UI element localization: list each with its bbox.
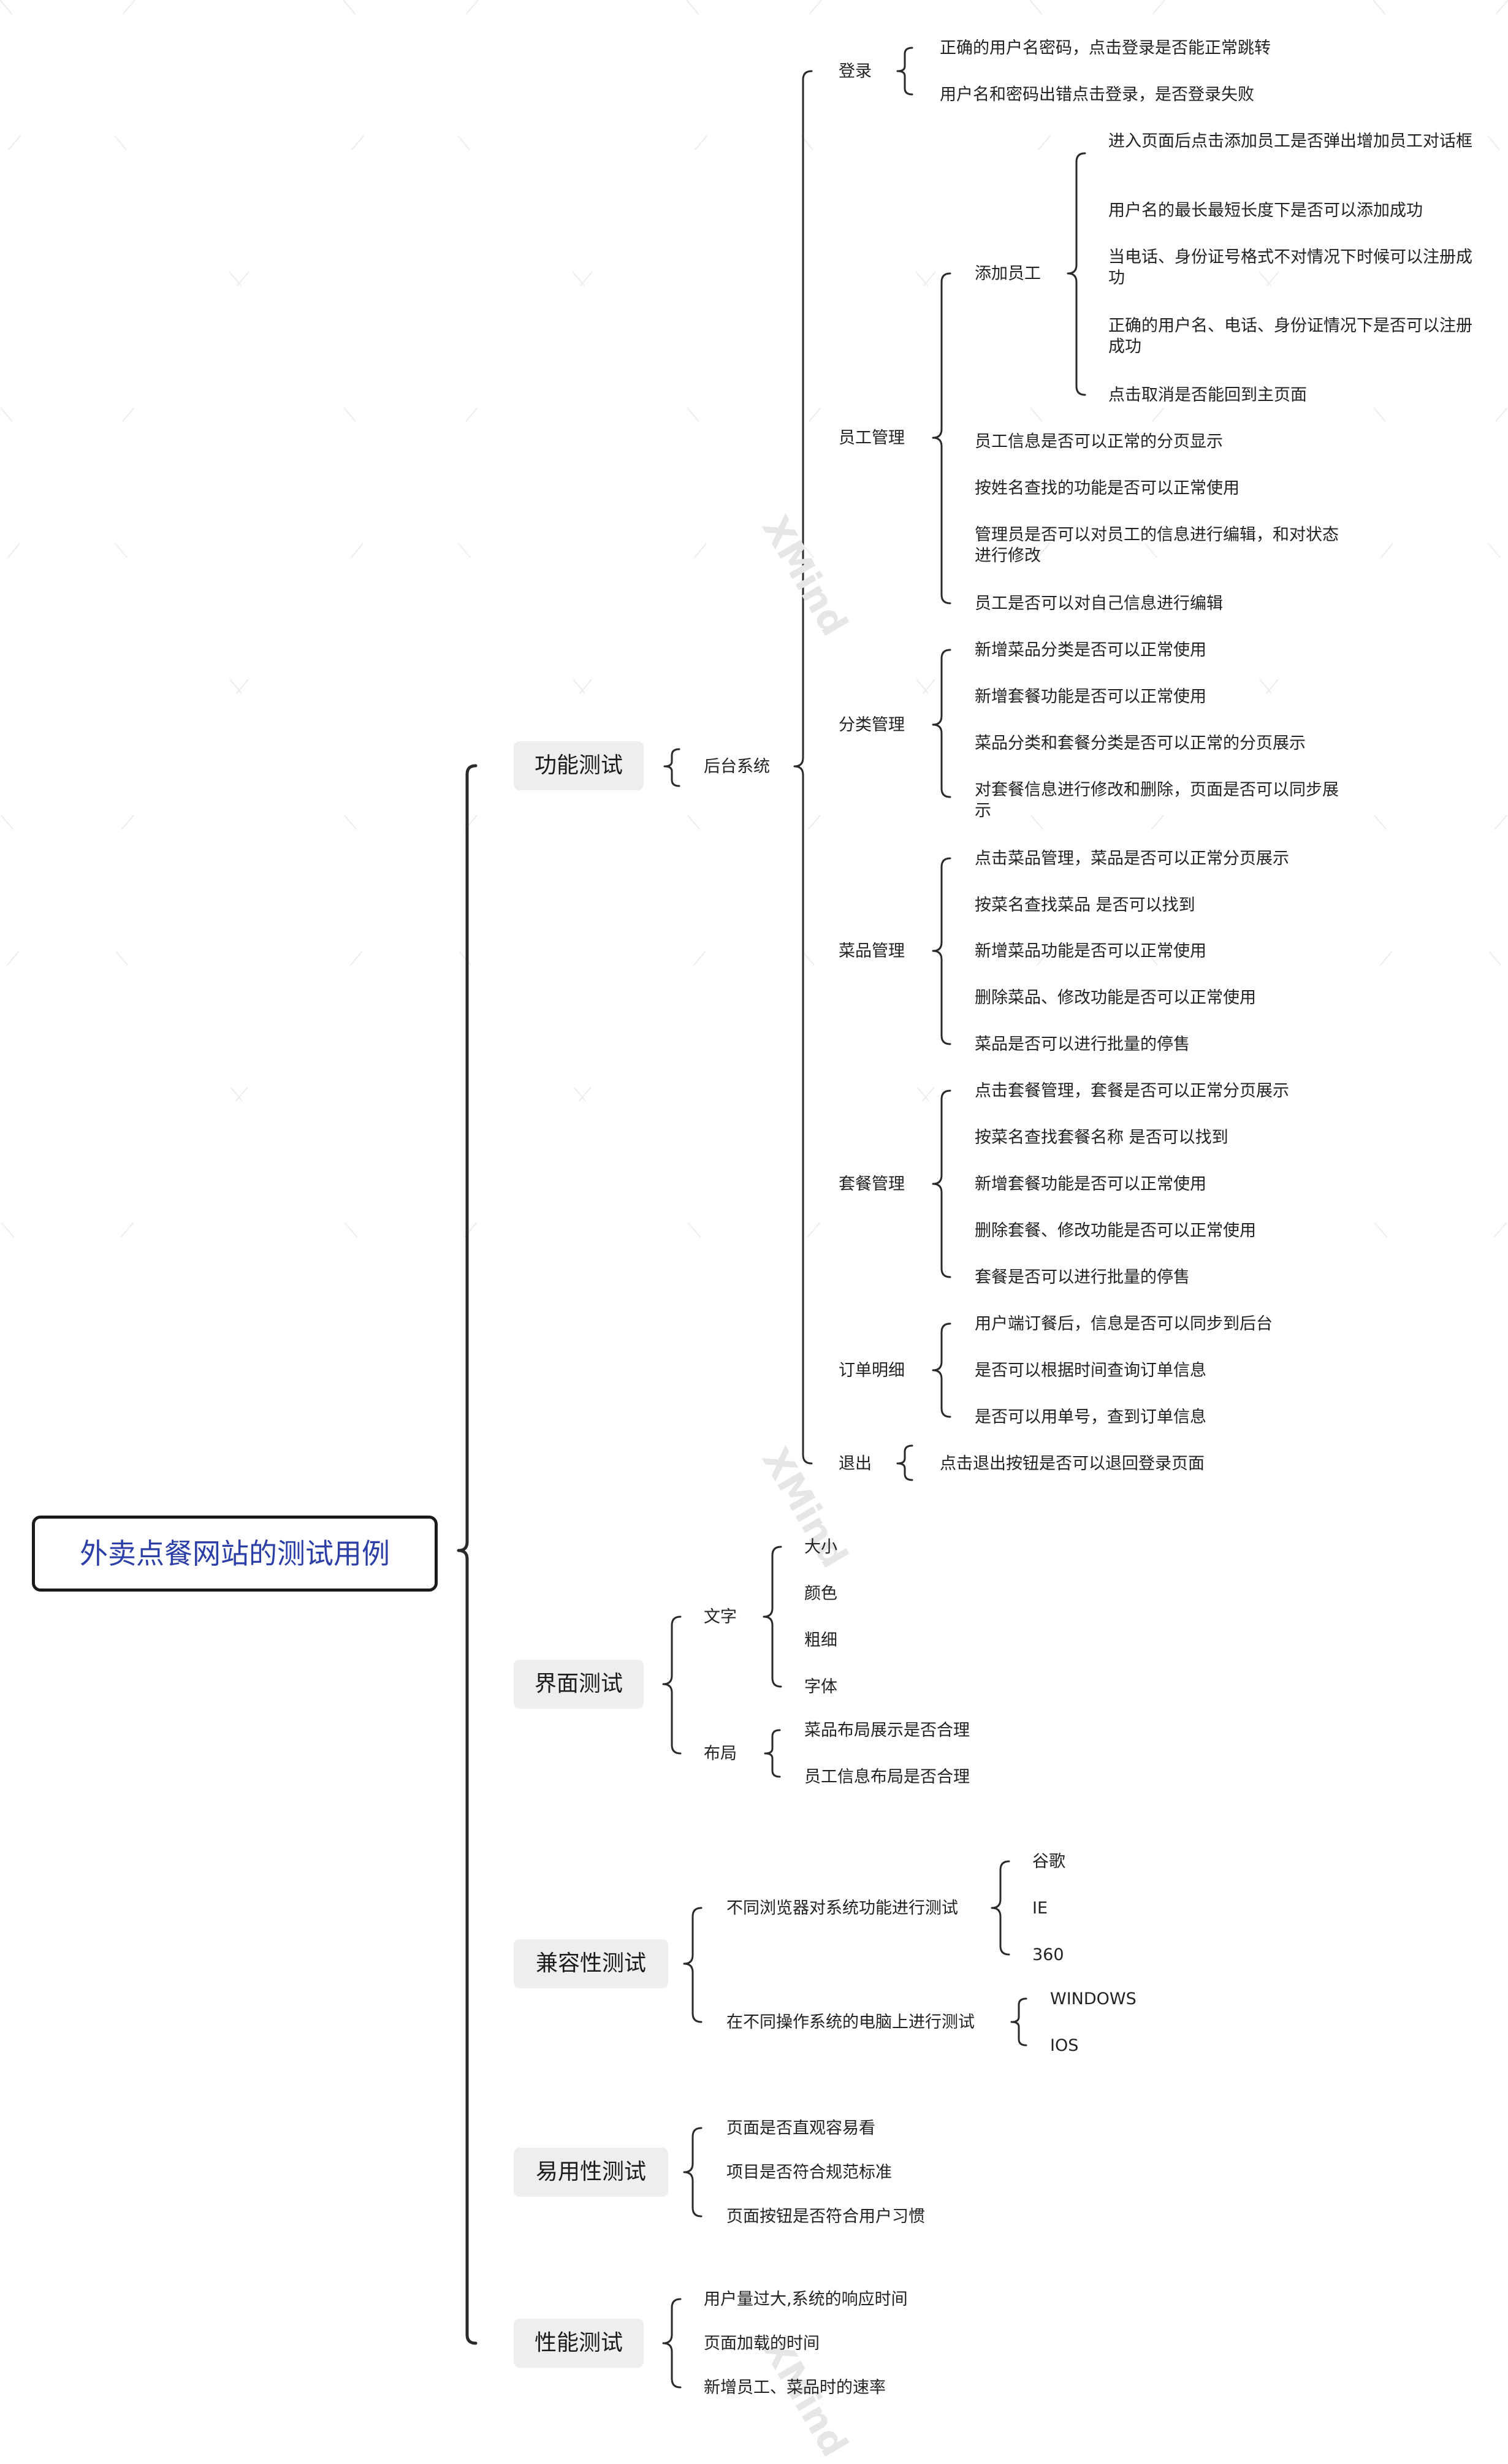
staff-item[interactable]: 按姓名查找的功能是否可以正常使用 <box>975 479 1240 498</box>
root-bracket <box>457 764 478 2345</box>
layout-item[interactable]: 菜品布局展示是否合理 <box>804 1721 970 1740</box>
login-node[interactable]: 登录 <box>839 62 872 81</box>
logout-brace <box>896 1444 913 1481</box>
login-item[interactable]: 用户名和密码出错点击登录，是否登录失败 <box>940 85 1254 104</box>
dish-item[interactable]: 新增菜品功能是否可以正常使用 <box>975 942 1206 961</box>
text-bracket <box>763 1546 782 1688</box>
dish-item[interactable]: 按菜名查找菜品 是否可以找到 <box>975 896 1195 915</box>
browsers-bracket <box>991 1860 1010 1956</box>
order-item[interactable]: 用户端订餐后，信息是否可以同步到后台 <box>975 1314 1273 1333</box>
setmeal-item[interactable]: 套餐是否可以进行批量的停售 <box>975 1268 1190 1287</box>
add-staff-bracket <box>1067 152 1086 396</box>
os-brace <box>1010 1997 1027 2046</box>
add-staff-item[interactable]: 进入页面后点击添加员工是否弹出增加员工对话框 <box>1108 132 1472 151</box>
os-item[interactable]: IOS <box>1050 2036 1079 2055</box>
layout-brace <box>764 1729 781 1778</box>
compat-bracket <box>683 1907 703 2023</box>
login-brace <box>896 47 913 96</box>
topic-usability[interactable]: 易用性测试 <box>514 2148 668 2197</box>
os-node[interactable]: 在不同操作系统的电脑上进行测试 <box>726 2013 975 2032</box>
add-staff-item[interactable]: 点击取消是否能回到主页面 <box>1108 386 1307 405</box>
order-item[interactable]: 是否可以根据时间查询订单信息 <box>975 1361 1206 1380</box>
dish-item[interactable]: 菜品是否可以进行批量的停售 <box>975 1035 1190 1054</box>
topic-functional[interactable]: 功能测试 <box>514 741 644 790</box>
dish-item[interactable]: 删除菜品、修改功能是否可以正常使用 <box>975 988 1256 1007</box>
dish-bracket <box>932 857 951 1045</box>
topic-ui[interactable]: 界面测试 <box>514 1660 644 1709</box>
usability-item[interactable]: 页面按钮是否符合用户习惯 <box>726 2207 925 2226</box>
os-item[interactable]: WINDOWS <box>1050 1989 1137 2008</box>
order-node[interactable]: 订单明细 <box>839 1361 905 1380</box>
order-bracket <box>932 1322 951 1418</box>
logout-node[interactable]: 退出 <box>839 1454 872 1473</box>
category-item[interactable]: 新增菜品分类是否可以正常使用 <box>975 641 1206 660</box>
setmeal-node[interactable]: 套餐管理 <box>839 1175 905 1194</box>
text-item[interactable]: 大小 <box>804 1538 837 1557</box>
usability-bracket <box>683 2127 703 2218</box>
category-bracket <box>932 649 951 798</box>
add-staff-item[interactable]: 正确的用户名、电话、身份证情况下是否可以注册成功 <box>1108 316 1472 356</box>
add-staff-item[interactable]: 当电话、身份证号格式不对情况下时候可以注册成功 <box>1108 248 1472 288</box>
order-item[interactable]: 是否可以用单号，查到订单信息 <box>975 1408 1206 1427</box>
staff-item[interactable]: 管理员是否可以对员工的信息进行编辑，和对状态进行修改 <box>975 525 1339 565</box>
text-node[interactable]: 文字 <box>704 1608 737 1627</box>
setmeal-item[interactable]: 新增套餐功能是否可以正常使用 <box>975 1175 1206 1194</box>
usability-item[interactable]: 项目是否符合规范标准 <box>726 2163 892 2182</box>
functional-brace <box>663 748 680 787</box>
text-item[interactable]: 字体 <box>804 1677 837 1696</box>
dish-node[interactable]: 菜品管理 <box>839 942 905 961</box>
layout-node[interactable]: 布局 <box>704 1744 737 1763</box>
backend-bracket <box>793 70 813 1465</box>
text-item[interactable]: 粗细 <box>804 1631 837 1650</box>
ui-bracket <box>662 1615 682 1755</box>
root-topic[interactable]: 外卖点餐网站的测试用例 <box>32 1516 438 1592</box>
usability-item[interactable]: 页面是否直观容易看 <box>726 2119 875 2138</box>
setmeal-bracket <box>932 1089 951 1278</box>
performance-item[interactable]: 新增员工、菜品时的速率 <box>704 2378 886 2397</box>
login-item[interactable]: 正确的用户名密码，点击登录是否能正常跳转 <box>940 39 1271 58</box>
category-item[interactable]: 新增套餐功能是否可以正常使用 <box>975 687 1206 706</box>
category-item[interactable]: 对套餐信息进行修改和删除，页面是否可以同步展示 <box>975 780 1339 820</box>
add-staff-node[interactable]: 添加员工 <box>975 264 1041 283</box>
backend-system[interactable]: 后台系统 <box>704 757 770 776</box>
layout-item[interactable]: 员工信息布局是否合理 <box>804 1768 970 1787</box>
topic-performance[interactable]: 性能测试 <box>514 2319 644 2368</box>
staff-bracket <box>932 272 951 605</box>
browser-item[interactable]: 360 <box>1032 1945 1064 1964</box>
category-item[interactable]: 菜品分类和套餐分类是否可以正常的分页展示 <box>975 734 1306 753</box>
add-staff-item[interactable]: 用户名的最长最短长度下是否可以添加成功 <box>1108 201 1423 220</box>
staff-item[interactable]: 员工信息是否可以正常的分页显示 <box>975 432 1223 451</box>
text-item[interactable]: 颜色 <box>804 1584 837 1603</box>
setmeal-item[interactable]: 点击套餐管理，套餐是否可以正常分页展示 <box>975 1081 1289 1100</box>
staff-node[interactable]: 员工管理 <box>839 429 905 448</box>
setmeal-item[interactable]: 删除套餐、修改功能是否可以正常使用 <box>975 1221 1256 1240</box>
browser-item[interactable]: 谷歌 <box>1032 1852 1065 1871</box>
performance-item[interactable]: 页面加载的时间 <box>704 2334 820 2353</box>
setmeal-item[interactable]: 按菜名查找套餐名称 是否可以找到 <box>975 1128 1228 1147</box>
topic-compat[interactable]: 兼容性测试 <box>514 1939 668 1988</box>
dish-item[interactable]: 点击菜品管理，菜品是否可以正常分页展示 <box>975 849 1289 868</box>
staff-item[interactable]: 员工是否可以对自己信息进行编辑 <box>975 594 1223 613</box>
performance-item[interactable]: 用户量过大,系统的响应时间 <box>704 2290 908 2309</box>
browsers-node[interactable]: 不同浏览器对系统功能进行测试 <box>726 1899 958 1918</box>
performance-bracket <box>662 2298 682 2389</box>
logout-item[interactable]: 点击退出按钮是否可以退回登录页面 <box>940 1454 1205 1473</box>
browser-item[interactable]: IE <box>1032 1899 1048 1918</box>
category-node[interactable]: 分类管理 <box>839 715 905 734</box>
